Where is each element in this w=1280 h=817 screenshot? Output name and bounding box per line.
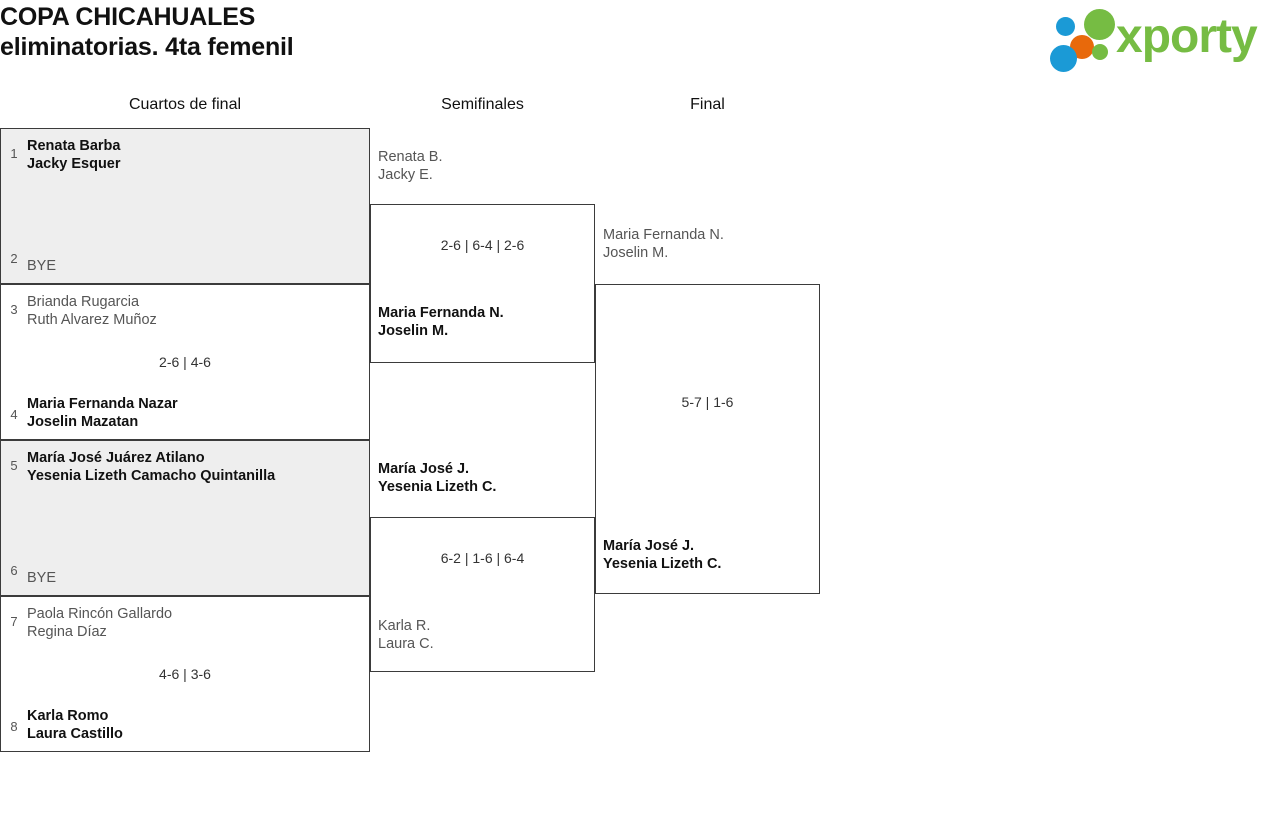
match-qf-1[interactable]: 1 Renata Barba Jacky Esquer 2 BYE: [0, 128, 370, 284]
final-bottom-entrant[interactable]: María José J. Yesenia Lizeth C.: [603, 537, 721, 573]
match-slot-top[interactable]: 3 Brianda Rugarcia Ruth Alvarez Muñoz: [1, 293, 369, 329]
player-name: Yesenia Lizeth C.: [603, 556, 722, 572]
player-name: Joselin M.: [378, 323, 449, 339]
title-line-2: eliminatorias. 4ta femenil: [0, 33, 294, 61]
seed-number: 8: [10, 719, 18, 734]
player-name: Laura C.: [378, 636, 434, 652]
player-name: María José J.: [603, 538, 695, 554]
seed-number: 7: [10, 614, 18, 629]
player-name: Maria Fernanda N.: [378, 305, 504, 321]
match-score: 2-6 | 6-4 | 2-6: [440, 237, 525, 253]
player-name: Yesenia Lizeth Camacho Quintanilla: [27, 468, 276, 484]
match-slot-top[interactable]: 5 María José Juárez Atilano Yesenia Lize…: [1, 449, 369, 485]
player-name: BYE: [27, 258, 57, 274]
player-names: Karla Romo Laura Castillo: [27, 707, 123, 743]
final-top-entrant[interactable]: Maria Fernanda N. Joselin M.: [603, 226, 724, 262]
player-name: Joselin Mazatan: [27, 414, 139, 430]
match-final[interactable]: 5-7 | 1-6 María José J. Yesenia Lizeth C…: [595, 284, 820, 594]
player-names: María José Juárez Atilano Yesenia Lizeth…: [27, 449, 275, 485]
player-name: BYE: [27, 570, 57, 586]
player-name: Renata Barba: [27, 138, 121, 154]
player-name: Karla R.: [378, 618, 431, 634]
seed-number: 5: [10, 458, 18, 473]
player-names: BYE: [27, 569, 56, 587]
match-qf-4[interactable]: 7 Paola Rincón Gallardo Regina Díaz 4-6 …: [0, 596, 370, 752]
player-name: Jacky Esquer: [27, 156, 121, 172]
player-name: Brianda Rugarcia: [27, 294, 140, 310]
logo-dot-green-large-icon: [1084, 9, 1115, 40]
player-name: Maria Fernanda Nazar: [27, 396, 178, 412]
page-header: COPA CHICAHUALES eliminatorias. 4ta feme…: [0, 0, 1280, 78]
round-header-quarterfinals: Cuartos de final: [128, 96, 242, 113]
logo-dot-green-small-icon: [1092, 44, 1108, 60]
semifinal-1-bottom-entrant[interactable]: Maria Fernanda N. Joselin M.: [378, 304, 504, 340]
page-title: COPA CHICAHUALES eliminatorias. 4ta feme…: [0, 2, 294, 62]
match-slot-bottom[interactable]: 8 Karla Romo Laura Castillo: [1, 707, 369, 743]
match-sf-1[interactable]: 2-6 | 6-4 | 2-6 Maria Fernanda N. Joseli…: [370, 204, 595, 363]
title-line-1: COPA CHICAHUALES: [0, 3, 256, 31]
match-qf-3[interactable]: 5 María José Juárez Atilano Yesenia Lize…: [0, 440, 370, 596]
match-score: 2-6 | 4-6: [159, 354, 211, 370]
round-header-semifinals: Semifinales: [441, 96, 524, 113]
seed-number: 4: [10, 407, 18, 422]
player-name: Karla Romo: [27, 708, 109, 724]
semifinal-1-top-entrant[interactable]: Renata B. Jacky E.: [378, 148, 443, 184]
match-slot-top[interactable]: 7 Paola Rincón Gallardo Regina Díaz: [1, 605, 369, 641]
match-score: 4-6 | 3-6: [159, 666, 211, 682]
seed-number: 3: [10, 302, 18, 317]
player-name: Laura Castillo: [27, 726, 123, 742]
player-name: María José Juárez Atilano: [27, 450, 205, 466]
player-names: Paola Rincón Gallardo Regina Díaz: [27, 605, 172, 641]
match-qf-2[interactable]: 3 Brianda Rugarcia Ruth Alvarez Muñoz 2-…: [0, 284, 370, 440]
match-slot-top[interactable]: 1 Renata Barba Jacky Esquer: [1, 137, 369, 173]
round-headers: Cuartos de final Semifinales Final: [0, 96, 1280, 124]
match-score: 5-7 | 1-6: [681, 394, 734, 410]
logo-dot-blue-small-icon: [1056, 17, 1075, 36]
player-name: Ruth Alvarez Muñoz: [27, 312, 157, 328]
player-name: Jacky E.: [378, 167, 433, 183]
round-header-final: Final: [690, 96, 725, 113]
player-name: María José J.: [378, 461, 470, 477]
logo-wordmark: xporty: [1116, 10, 1258, 63]
match-slot-bottom[interactable]: 4 Maria Fernanda Nazar Joselin Mazatan: [1, 395, 369, 431]
player-names: BYE: [27, 257, 56, 275]
match-slot-bottom[interactable]: 2 BYE: [1, 251, 369, 275]
seed-number: 6: [10, 563, 18, 578]
player-names: Brianda Rugarcia Ruth Alvarez Muñoz: [27, 293, 157, 329]
player-names: Maria Fernanda Nazar Joselin Mazatan: [27, 395, 178, 431]
match-score: 6-2 | 1-6 | 6-4: [440, 550, 525, 566]
semifinal-2-top-entrant[interactable]: María José J. Yesenia Lizeth C.: [378, 460, 496, 496]
player-name: Maria Fernanda N.: [603, 227, 724, 243]
semifinal-2-bottom-entrant[interactable]: Karla R. Laura C.: [378, 617, 434, 653]
player-name: Paola Rincón Gallardo: [27, 606, 173, 622]
seed-number: 1: [10, 146, 18, 161]
match-slot-bottom[interactable]: 6 BYE: [1, 563, 369, 587]
xporty-logo[interactable]: xporty: [1048, 6, 1276, 72]
logo-dots-icon: [1048, 8, 1128, 72]
seed-number: 2: [10, 251, 18, 266]
logo-dot-blue-large-icon: [1050, 45, 1077, 72]
player-names: Renata Barba Jacky Esquer: [27, 137, 121, 173]
player-name: Regina Díaz: [27, 624, 107, 640]
player-name: Yesenia Lizeth C.: [378, 479, 497, 495]
player-name: Joselin M.: [603, 245, 669, 261]
match-sf-2[interactable]: 6-2 | 1-6 | 6-4 Karla R. Laura C.: [370, 517, 595, 672]
player-name: Renata B.: [378, 149, 443, 165]
